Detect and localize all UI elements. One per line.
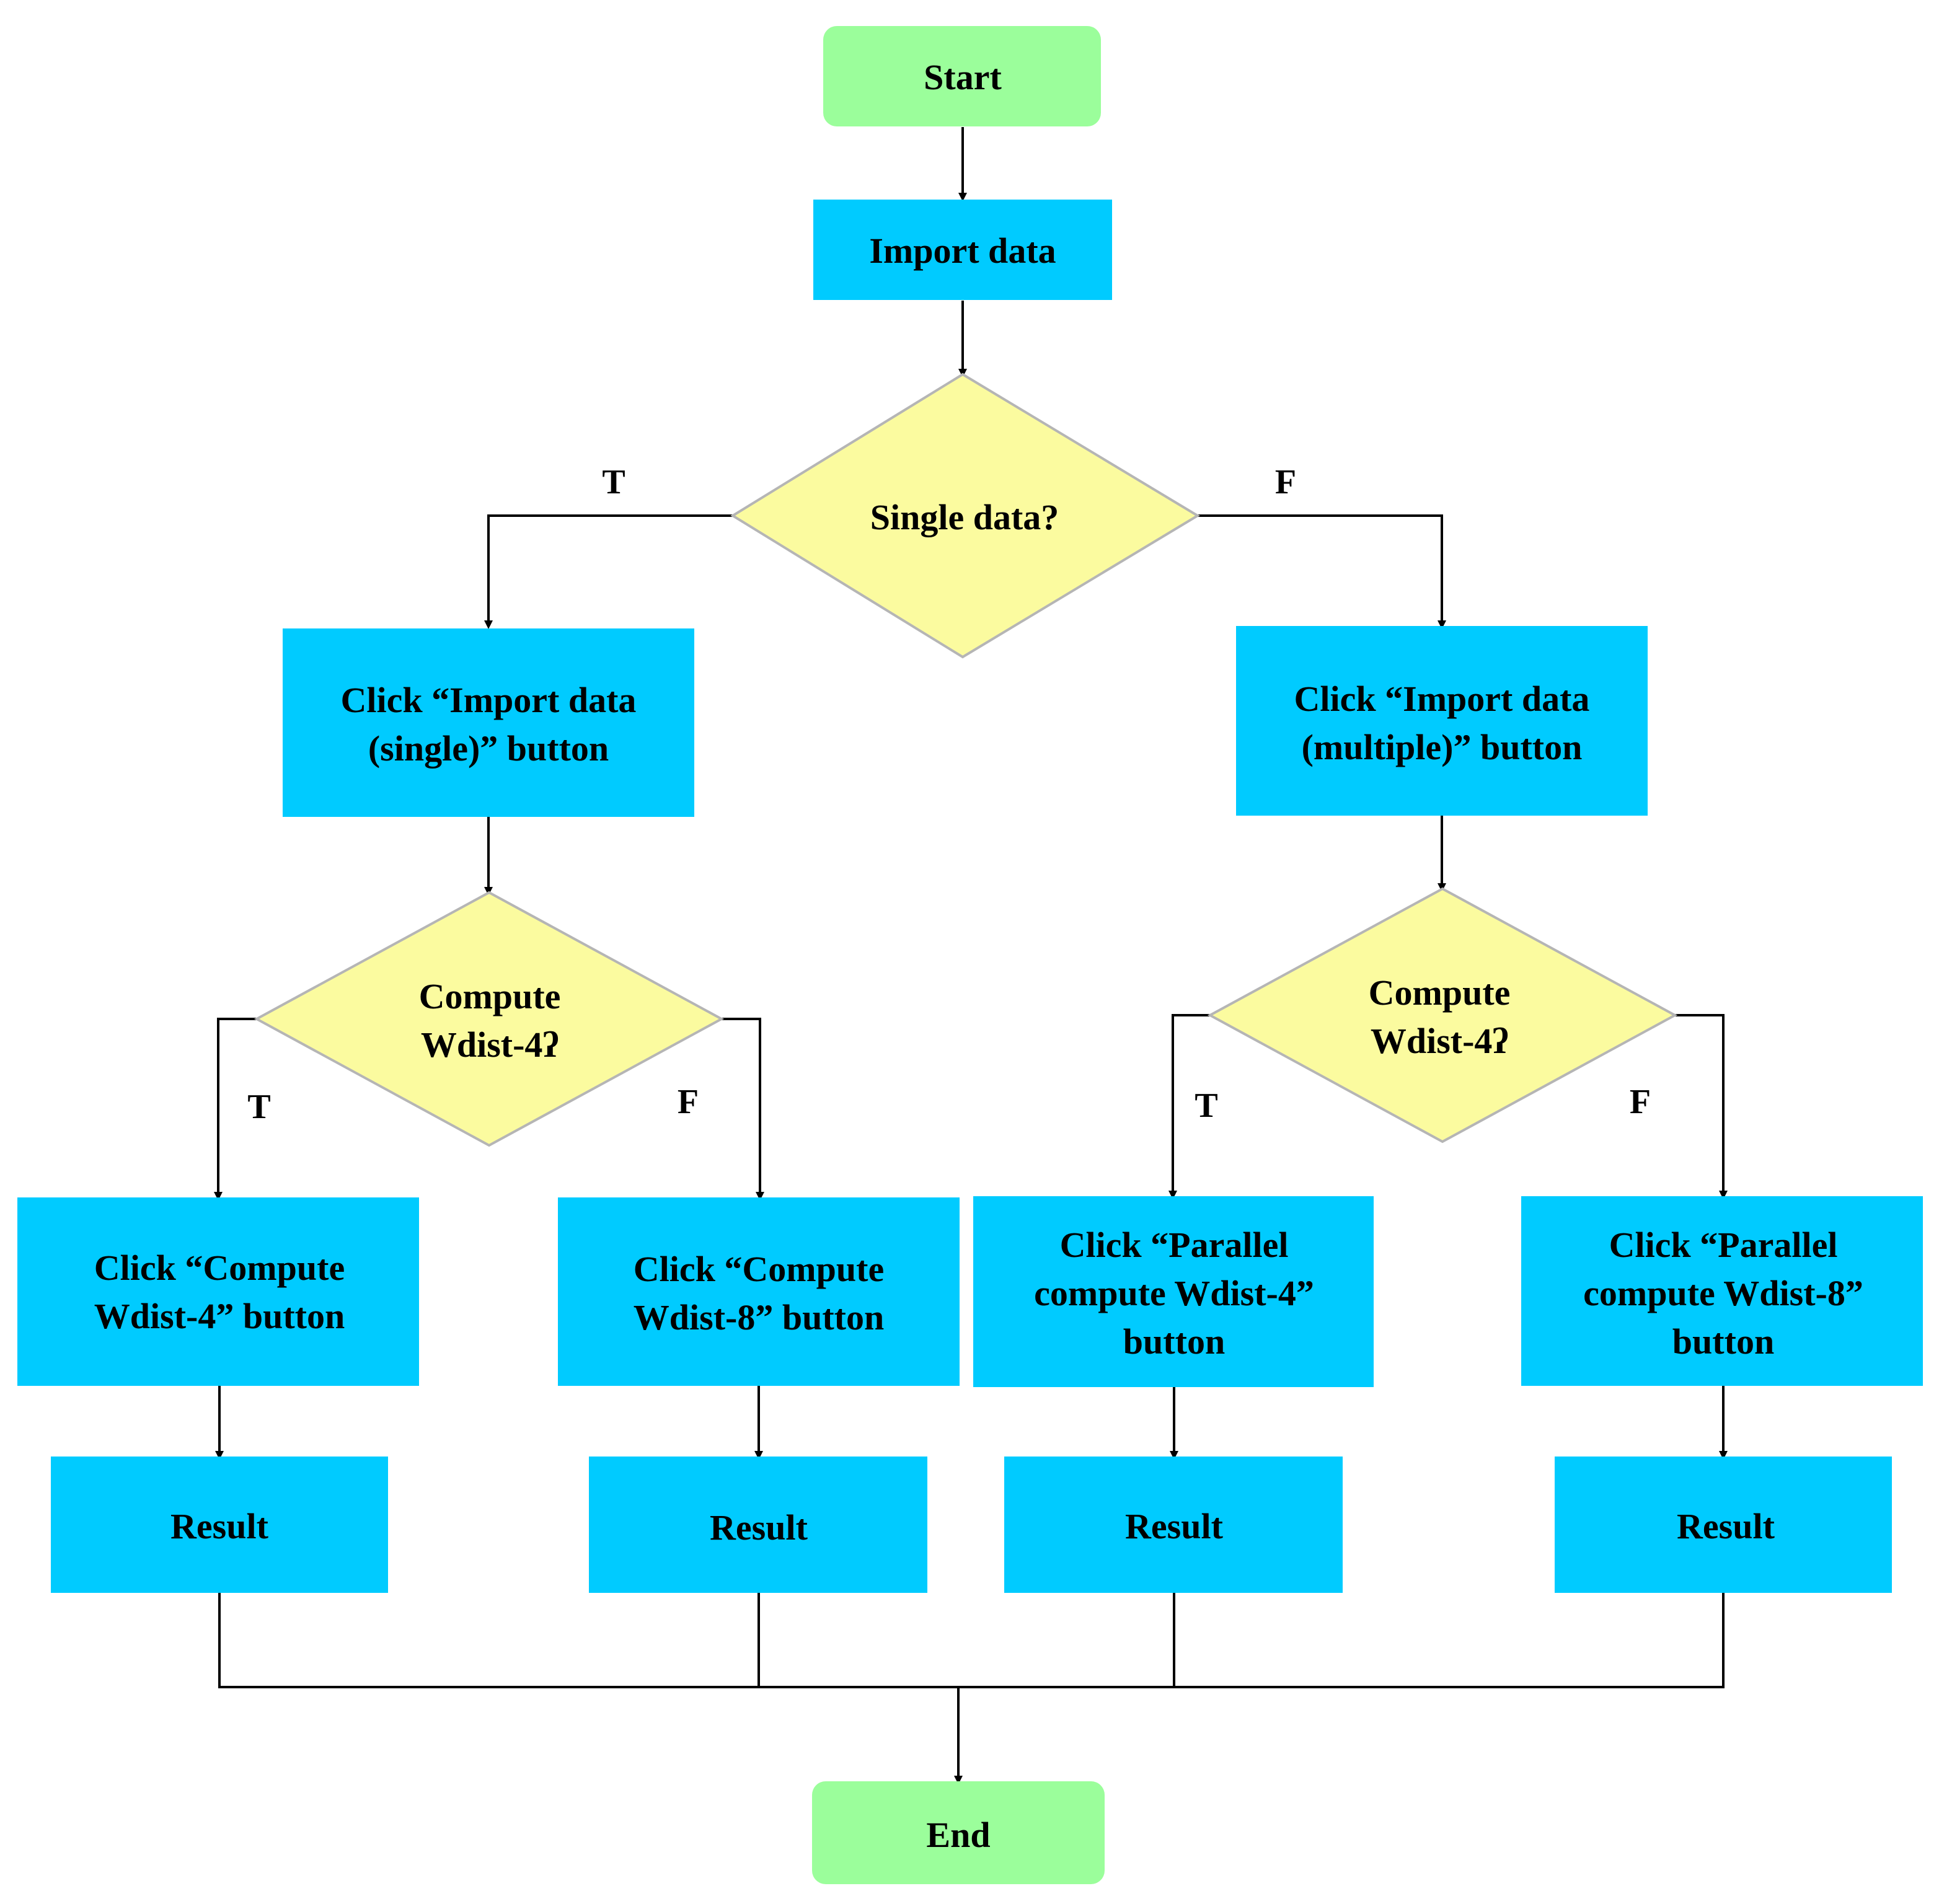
top-true-label: T (602, 463, 625, 501)
import-data-label-line: Import data (869, 231, 1056, 271)
import-data-process (813, 200, 1112, 300)
compute-wdist8-process (558, 1197, 960, 1386)
import-single-label: Click “Import data (single)” button (341, 680, 637, 769)
compute-wdist8-label-line: Click “Compute (634, 1249, 884, 1289)
result-2-process (589, 1457, 927, 1593)
left-true-label: T (247, 1088, 270, 1126)
compute-wdist4-label-line: Wdist-4” button (94, 1296, 345, 1336)
edge-right-false (1675, 1014, 1728, 1199)
end-terminal (812, 1781, 1105, 1884)
left-compute-decision (254, 891, 725, 1147)
connectors (214, 127, 1728, 1784)
result-3-label-line: Result (1125, 1506, 1224, 1546)
right-compute-decision (1207, 887, 1678, 1144)
edge-single-false (1198, 514, 1446, 629)
parallel-wdist4-label: Click “Parallel compute Wdist-4” button (1034, 1225, 1314, 1362)
import-data-label: Import data (869, 231, 1056, 271)
import-multiple-label-line: (multiple)” button (1302, 727, 1583, 767)
parallel-wdist4-label-line: Click “Parallel (1060, 1225, 1289, 1265)
result-2-label-line: Result (710, 1507, 808, 1548)
left-decision-label-line: Compute (419, 976, 561, 1016)
edge-right-true (1168, 1014, 1210, 1199)
edge-single-true (484, 514, 733, 629)
end-label: End (926, 1815, 990, 1855)
import-multiple-process (1236, 626, 1648, 816)
result-2-label: Result (710, 1507, 808, 1548)
result-4-process (1555, 1457, 1892, 1593)
parallel-wdist4-label-line: button (1123, 1321, 1225, 1362)
compute-wdist4-label-line: Click “Compute (94, 1248, 345, 1288)
parallel-wdist8-label-line: button (1672, 1321, 1774, 1362)
left-decision-label-line: Wdist-4ʔ (421, 1025, 559, 1065)
right-false-label: F (1630, 1083, 1651, 1121)
single-data-decision (730, 372, 1200, 659)
result-1-label: Result (170, 1506, 269, 1546)
parallel-wdist8-label-line: Click “Parallel (1609, 1225, 1838, 1265)
end-label-line: End (926, 1815, 990, 1855)
result-3-label: Result (1125, 1506, 1224, 1546)
parallel-wdist4-process (973, 1196, 1374, 1387)
start-label: Start (924, 57, 1002, 97)
start-label-line: Start (924, 57, 1002, 97)
import-single-label-line: Click “Import data (341, 680, 637, 720)
start-terminal (823, 26, 1101, 126)
parallel-wdist8-label: Click “Parallel compute Wdist-8” button (1583, 1225, 1863, 1362)
result-1-process (51, 1457, 388, 1593)
result-4-label: Result (1677, 1506, 1775, 1546)
parallel-wdist8-label-line: compute Wdist-8” (1583, 1273, 1863, 1313)
result-1-label-line: Result (170, 1506, 269, 1546)
import-single-process (283, 628, 694, 817)
parallel-wdist8-process (1521, 1196, 1923, 1386)
import-single-label-line: (single)” button (368, 728, 609, 769)
result-3-process (1004, 1457, 1343, 1593)
right-decision-label-line: Wdist-4ʔ (1371, 1021, 1508, 1061)
result-4-label-line: Result (1677, 1506, 1775, 1546)
edge-left-true (214, 1018, 257, 1201)
compute-wdist4-process (17, 1197, 419, 1386)
edge-results-merge (218, 1593, 1725, 1688)
import-multiple-label-line: Click “Import data (1294, 679, 1590, 719)
single-data-label: Single data? (870, 497, 1059, 537)
import-multiple-label: Click “Import data (multiple)” button (1294, 679, 1590, 767)
top-false-label: F (1275, 463, 1296, 501)
single-data-label-line: Single data? (870, 497, 1059, 537)
left-false-label: F (678, 1083, 699, 1121)
edge-left-false (722, 1018, 764, 1201)
right-true-label: T (1195, 1086, 1217, 1125)
parallel-wdist4-label-line: compute Wdist-4” (1034, 1273, 1314, 1313)
right-decision-label-line: Compute (1369, 972, 1511, 1013)
compute-wdist8-label-line: Wdist-8” button (634, 1297, 884, 1338)
